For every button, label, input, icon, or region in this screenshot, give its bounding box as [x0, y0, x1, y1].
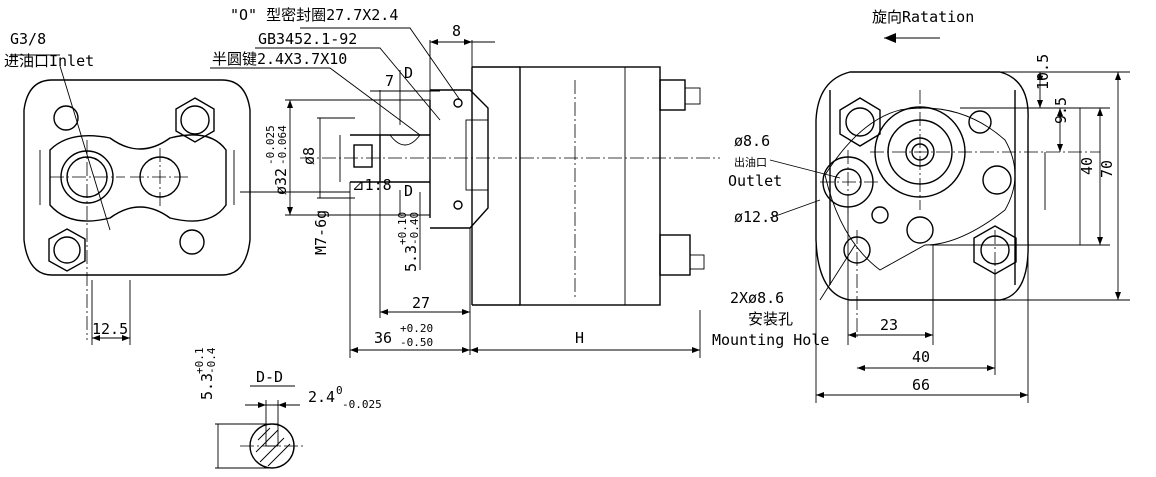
holes-cn-label: 安装孔	[748, 310, 793, 328]
dim-23: 23	[880, 316, 898, 334]
dim-27: 27	[412, 294, 430, 312]
dim-7: 7	[385, 72, 394, 90]
dim-12-5: 12.5	[92, 320, 128, 338]
dim-dd-5-3: 5.3	[198, 373, 216, 400]
dim-5-3: 5.3	[402, 245, 420, 272]
bore-label: ø12.8	[734, 208, 779, 226]
side-view	[210, 27, 720, 358]
dim-40-vertical: 40	[1078, 157, 1096, 175]
mounting-label: Mounting Hole	[712, 331, 829, 349]
dim-9-5: 9.5	[1052, 97, 1070, 124]
outlet-dia-label: ø8.6	[734, 132, 770, 150]
annotations: "O" 型密封圈27.7X2.4 GB3452.1-92 半圆键2.4X3.7X…	[4, 6, 1116, 411]
dim-taper: ⊿1:8	[352, 176, 392, 194]
dim-d32: ø32	[272, 168, 290, 195]
holes-label: 2Xø8.6	[730, 289, 784, 307]
dim-5-3-upper: +0.10	[396, 212, 409, 245]
dim-2-4-lower: -0.025	[342, 398, 382, 411]
dim-d32-lower: -0.064	[276, 125, 289, 165]
dim-8: 8	[452, 22, 461, 40]
section-view	[215, 385, 305, 469]
outlet-cn-label: 出油口	[734, 155, 767, 169]
dim-H: H	[575, 329, 584, 347]
dim-36-upper: +0.20	[400, 322, 433, 335]
dim-5-3-lower: -0.40	[408, 212, 421, 245]
dim-40-horizontal: 40	[912, 348, 930, 366]
dim-2-4: 2.4	[308, 388, 335, 406]
dim-m7: M7-6g	[312, 210, 330, 255]
dim-70: 70	[1098, 160, 1116, 178]
inlet-label: 进油口Inlet	[4, 52, 94, 70]
dim-dd-5-3-lower: -0.4	[205, 347, 218, 374]
dim-66: 66	[912, 376, 930, 394]
dim-36: 36	[374, 329, 392, 347]
section-mark-bottom: D	[404, 182, 413, 200]
dim-d32-upper: -0.025	[264, 125, 277, 165]
outlet-label: Outlet	[728, 172, 782, 190]
dim-dd-5-3-upper: +0.1	[193, 348, 206, 375]
inlet-face-view	[10, 54, 251, 345]
standard-label: GB3452.1-92	[258, 30, 357, 48]
dim-36-lower: -0.50	[400, 336, 433, 349]
oring-label: "O" 型密封圈27.7X2.4	[230, 6, 398, 24]
dim-2-4-upper: 0	[336, 384, 343, 397]
rotation-label: 旋向Ratation	[872, 8, 974, 26]
dim-10-5: 10.5	[1034, 54, 1052, 90]
section-label: D-D	[256, 368, 283, 386]
dim-phi8: ø8	[300, 147, 318, 165]
inlet-size-label: G3/8	[10, 30, 46, 48]
section-mark-top: D	[404, 64, 413, 82]
key-label: 半圆键2.4X3.7X10	[212, 50, 347, 68]
front-view	[769, 33, 1130, 403]
